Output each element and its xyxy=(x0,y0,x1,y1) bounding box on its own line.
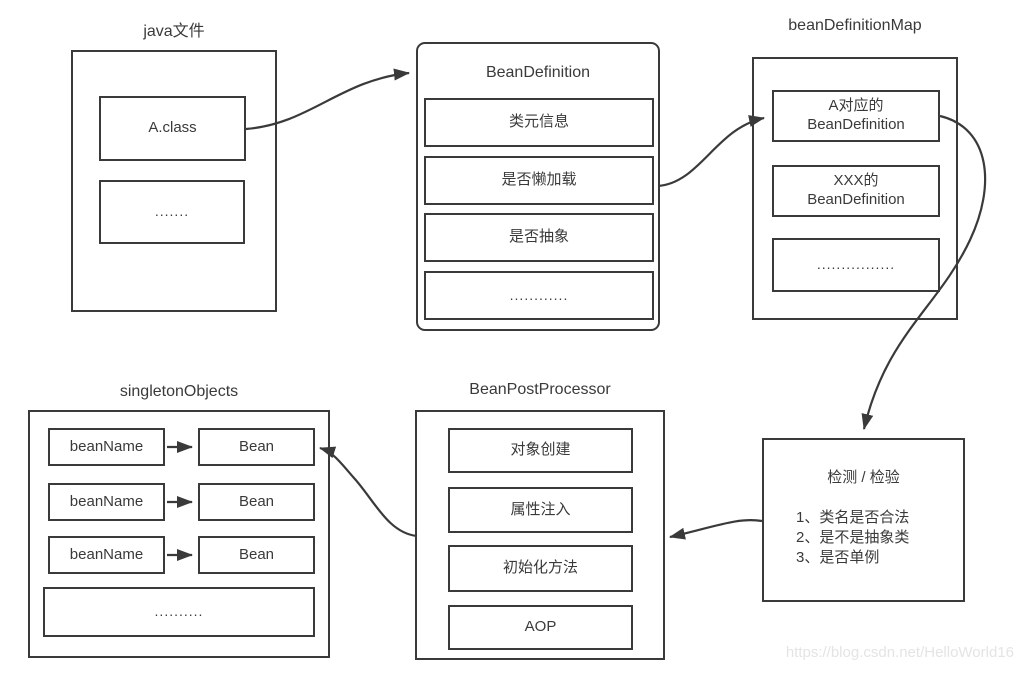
map-item-more: ................ xyxy=(772,238,940,292)
bean-cell: Bean xyxy=(198,428,315,466)
bean-definition-title: BeanDefinition xyxy=(485,64,591,81)
java-file-item-aclass: A.class xyxy=(99,96,246,161)
bean-definition-item-abstract: 是否抽象 xyxy=(424,213,654,262)
check-list: 1、类名是否合法 2、是不是抽象类 3、是否单例 xyxy=(796,509,910,566)
bpp-item-create: 对象创建 xyxy=(448,428,633,473)
singleton-item-more: .......... xyxy=(43,587,315,637)
arrow-beanpostprocessor-to-bean xyxy=(319,446,418,538)
watermark: https://blog.csdn.net/HelloWorld16 xyxy=(785,644,1014,661)
bean-post-processor-title: BeanPostProcessor xyxy=(469,381,611,398)
map-item-xxx-beandefinition: XXX的 BeanDefinition xyxy=(772,165,940,217)
bpp-item-inject: 属性注入 xyxy=(448,487,633,533)
bean-name-cell: beanName xyxy=(48,428,165,466)
arrow-beandefinition-to-map xyxy=(657,115,765,188)
bean-definition-item-more: ............ xyxy=(424,271,654,320)
bean-name-cell: beanName xyxy=(48,483,165,521)
java-file-item-more: ....... xyxy=(99,180,245,244)
bean-definition-item-meta: 类元信息 xyxy=(424,98,654,147)
bpp-item-init: 初始化方法 xyxy=(448,545,633,592)
bean-definition-map-title: beanDefinitionMap xyxy=(788,17,922,34)
bean-cell: Bean xyxy=(198,483,315,521)
arrow-check-to-beanpostprocessor xyxy=(669,519,763,540)
java-file-title: java文件 xyxy=(143,23,205,40)
bean-definition-item-lazy: 是否懒加载 xyxy=(424,156,654,205)
bean-name-cell: beanName xyxy=(48,536,165,574)
bean-cell: Bean xyxy=(198,536,315,574)
map-item-a-beandefinition: A对应的 BeanDefinition xyxy=(772,90,940,142)
bpp-item-aop: AOP xyxy=(448,605,633,650)
check-title: 检测 / 检验 xyxy=(827,469,900,486)
singleton-objects-title: singletonObjects xyxy=(119,383,239,400)
check-box xyxy=(762,438,965,602)
